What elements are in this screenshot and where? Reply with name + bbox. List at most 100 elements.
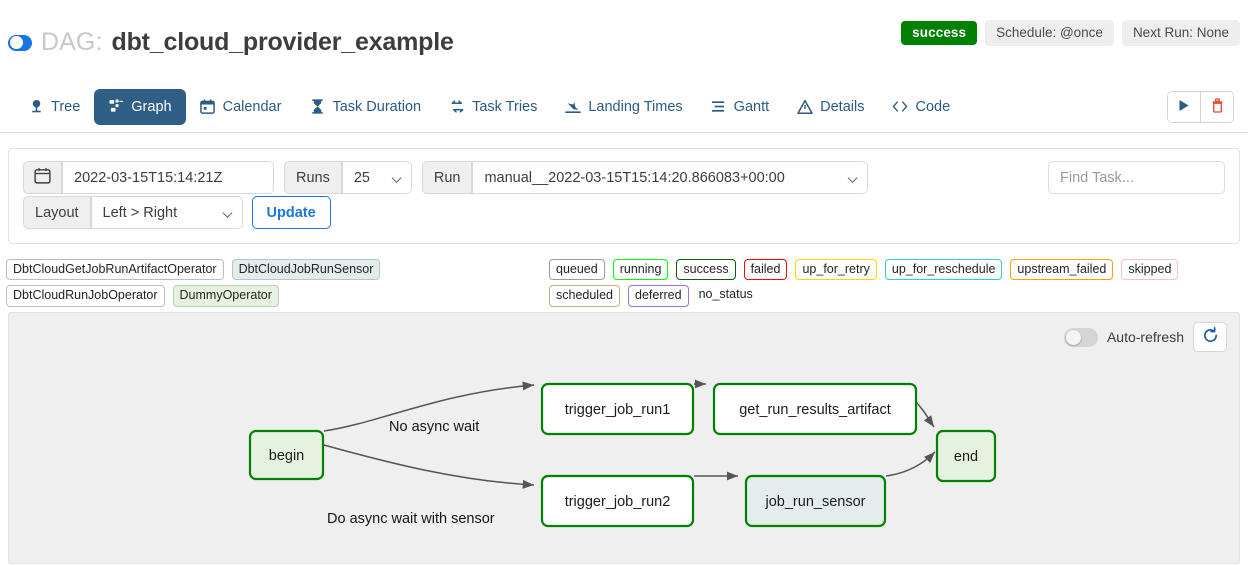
tab-action-buttons (1167, 91, 1234, 123)
legend-state-chip[interactable]: upstream_failed (1010, 259, 1114, 281)
edge-label: Do async wait with sensor (327, 511, 495, 527)
edge-begin-to-trigger1 (323, 381, 535, 432)
trash-icon (1211, 98, 1224, 116)
graph-node-job_run_sensor[interactable]: job_run_sensor (744, 474, 887, 528)
node-box[interactable] (935, 429, 997, 483)
dag-graph-canvas[interactable]: Auto-refresh (8, 312, 1240, 564)
layout-label: Layout (23, 196, 91, 229)
action-divider (1200, 92, 1201, 122)
refresh-button[interactable] (1193, 322, 1227, 352)
layout-value: Left > Right (102, 204, 178, 221)
graph-node-begin[interactable]: begin (248, 429, 325, 481)
delete-dag-button[interactable] (1201, 92, 1233, 122)
filter-toolbar: 2022-03-15T15:14:21Z Runs 25 Run manual_… (8, 148, 1240, 244)
schedule-badge[interactable]: Schedule: @once (985, 20, 1114, 46)
details-icon (797, 99, 813, 115)
base-date-input[interactable]: 2022-03-15T15:14:21Z (62, 161, 274, 194)
tab-label: Task Tries (472, 98, 538, 115)
chevron-down-icon (224, 208, 233, 217)
dag-paused-toggle[interactable] (8, 34, 32, 51)
graph-node-trigger_job_run2[interactable]: trigger_job_run2 (540, 474, 695, 528)
legend-operator-chip[interactable]: DbtCloudGetJobRunArtifactOperator (6, 259, 224, 281)
tab-gantt[interactable]: Gantt (697, 89, 783, 125)
dag-title: DAG: dbt_cloud_provider_example (8, 28, 454, 57)
tab-label: Landing Times (588, 98, 683, 115)
tab-tree[interactable]: Tree (14, 89, 94, 125)
tab-list: Tree Graph Calendar Task Duration (14, 80, 964, 133)
legend-state-chip[interactable]: running (612, 259, 669, 281)
graph-node-end[interactable]: end (935, 429, 997, 483)
tab-label: Code (915, 98, 951, 115)
filter-row-secondary: Layout Left > Right Update (23, 196, 331, 229)
legend-operator-chip[interactable]: DbtCloudRunJobOperator (6, 285, 165, 307)
tab-calendar[interactable]: Calendar (186, 89, 296, 125)
node-box[interactable] (540, 382, 695, 436)
status-badge: success (901, 21, 978, 45)
chevron-down-icon (849, 173, 858, 182)
code-icon (892, 99, 908, 115)
tab-label: Task Duration (332, 98, 422, 115)
legend-state-chip[interactable]: scheduled (549, 285, 620, 307)
legend-operator-chip[interactable]: DbtCloudJobRunSensor (231, 259, 381, 281)
run-group: Run manual__2022-03-15T15:14:20.866083+0… (421, 161, 869, 194)
num-runs-value: 25 (353, 169, 370, 186)
calendar-picker-button[interactable] (23, 161, 62, 194)
graph-icon (108, 99, 124, 115)
header-badges: success Schedule: @once Next Run: None (901, 20, 1240, 46)
legend-state-chip[interactable]: up_for_retry (795, 259, 877, 281)
auto-refresh-toggle[interactable] (1063, 327, 1098, 347)
dag-label: DAG: (41, 28, 103, 56)
hourglass-icon (309, 99, 325, 115)
tab-code[interactable]: Code (878, 89, 964, 125)
runs-group: Runs 25 (284, 161, 412, 194)
tab-details[interactable]: Details (783, 89, 878, 125)
tab-graph[interactable]: Graph (94, 88, 186, 125)
layout-select[interactable]: Left > Right (90, 196, 243, 229)
legend-state-chip[interactable]: deferred (628, 285, 689, 307)
tab-task-duration[interactable]: Task Duration (295, 89, 435, 125)
update-button[interactable]: Update (251, 196, 331, 229)
edge-begin-to-trigger2 (323, 444, 535, 489)
legend-state-chip[interactable]: queued (549, 259, 605, 281)
trigger-dag-button[interactable] (1168, 92, 1200, 122)
node-box[interactable] (744, 474, 887, 528)
graph-nodes: begin trigger_job_run1 get_run_results_art… (248, 382, 997, 528)
dag-name: dbt_cloud_provider_example (111, 28, 454, 56)
legend-state-chip[interactable]: success (676, 259, 736, 281)
node-label: begin (269, 448, 304, 464)
tab-label: Gantt (733, 98, 770, 115)
auto-refresh-label: Auto-refresh (1106, 329, 1184, 345)
node-box[interactable] (540, 474, 695, 528)
node-label: trigger_job_run2 (565, 494, 671, 510)
state-legend: queued running success failed up_for_retry up… (549, 259, 1239, 307)
tab-label: Calendar (222, 98, 282, 115)
refresh-icon (1202, 327, 1219, 347)
tab-task-tries[interactable]: Task Tries (435, 89, 551, 125)
node-label: job_run_sensor (765, 494, 866, 510)
legend-state-chip[interactable]: failed (743, 259, 788, 281)
calendar-icon (34, 167, 51, 188)
tab-bar: Tree Graph Calendar Task Duration (0, 80, 1248, 133)
legend-state-chip[interactable]: no_status (698, 287, 753, 302)
tab-landing-times[interactable]: Landing Times (551, 89, 696, 125)
retry-icon (449, 99, 465, 115)
legend-state-chip[interactable]: skipped (1121, 259, 1179, 281)
node-box[interactable] (248, 429, 325, 481)
graph-node-get_run_results_artifact[interactable]: get_run_results_artifact (712, 382, 918, 436)
graph-toolbar: Auto-refresh (1063, 322, 1227, 352)
filter-row-primary: 2022-03-15T15:14:21Z Runs 25 Run manual_… (23, 161, 869, 194)
chevron-down-icon (393, 173, 402, 182)
dag-run-value: manual__2022-03-15T15:14:20.866083+00:00 (484, 169, 785, 186)
num-runs-select[interactable]: 25 (341, 161, 412, 194)
find-task-input[interactable]: Find Task... (1048, 161, 1225, 194)
graph-node-trigger_job_run1[interactable]: trigger_job_run1 (540, 382, 695, 436)
next-run-badge: Next Run: None (1121, 20, 1240, 46)
node-box[interactable] (712, 382, 918, 436)
legend-operator-chip[interactable]: DummyOperator (172, 285, 279, 307)
page-header: DAG: dbt_cloud_provider_example success … (0, 0, 1248, 78)
dag-run-select[interactable]: manual__2022-03-15T15:14:20.866083+00:00 (472, 161, 869, 194)
edge-sensor-to-end (885, 451, 936, 477)
legend-state-chip[interactable]: up_for_reschedule (884, 259, 1003, 281)
